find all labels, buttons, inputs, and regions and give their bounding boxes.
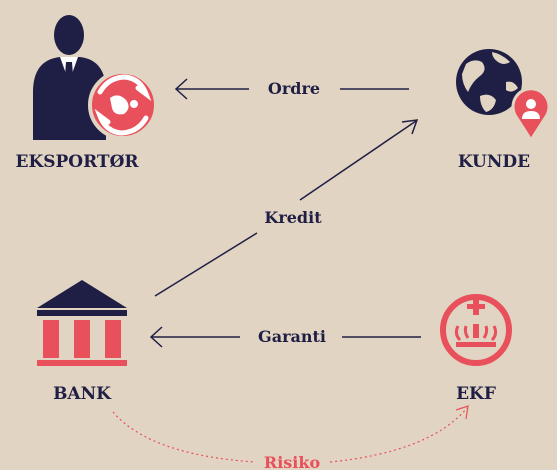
risk-edge: Risiko <box>112 405 469 470</box>
bank-node: BANK <box>37 280 127 404</box>
globe-icon <box>456 49 522 115</box>
customer-node: KUNDE <box>456 49 557 172</box>
guarantee-label: Garanti <box>258 327 326 346</box>
guarantee-arrowhead <box>149 326 163 348</box>
credit-label: Kredit <box>264 208 322 227</box>
globe-arrows-icon <box>88 70 158 140</box>
exporter-node: EKSPORTØR <box>15 15 158 172</box>
guarantee-edge: Garanti <box>149 326 421 348</box>
order-arrowhead <box>174 78 188 100</box>
credit-arrowhead <box>401 119 419 135</box>
exporter-label: EKSPORTØR <box>15 152 139 172</box>
risk-arrowhead <box>455 405 469 420</box>
credit-edge: Kredit <box>154 119 419 297</box>
risk-curve-left <box>112 411 256 463</box>
location-pin-icon <box>511 71 557 143</box>
bank-building-icon <box>37 280 127 366</box>
risk-label: Risiko <box>264 453 321 470</box>
bank-label: BANK <box>53 384 112 404</box>
order-label: Ordre <box>268 79 320 98</box>
order-edge: Ordre <box>174 78 409 100</box>
ekf-label: EKF <box>456 384 496 404</box>
businessman-icon <box>33 15 106 140</box>
risk-curve-right <box>329 407 468 463</box>
credit-arrow-line-upper <box>299 120 417 201</box>
credit-arrow-line-lower <box>154 232 258 297</box>
customer-label: KUNDE <box>458 152 530 172</box>
crown-emblem-icon <box>440 294 512 366</box>
ekf-node: EKF <box>440 294 512 404</box>
